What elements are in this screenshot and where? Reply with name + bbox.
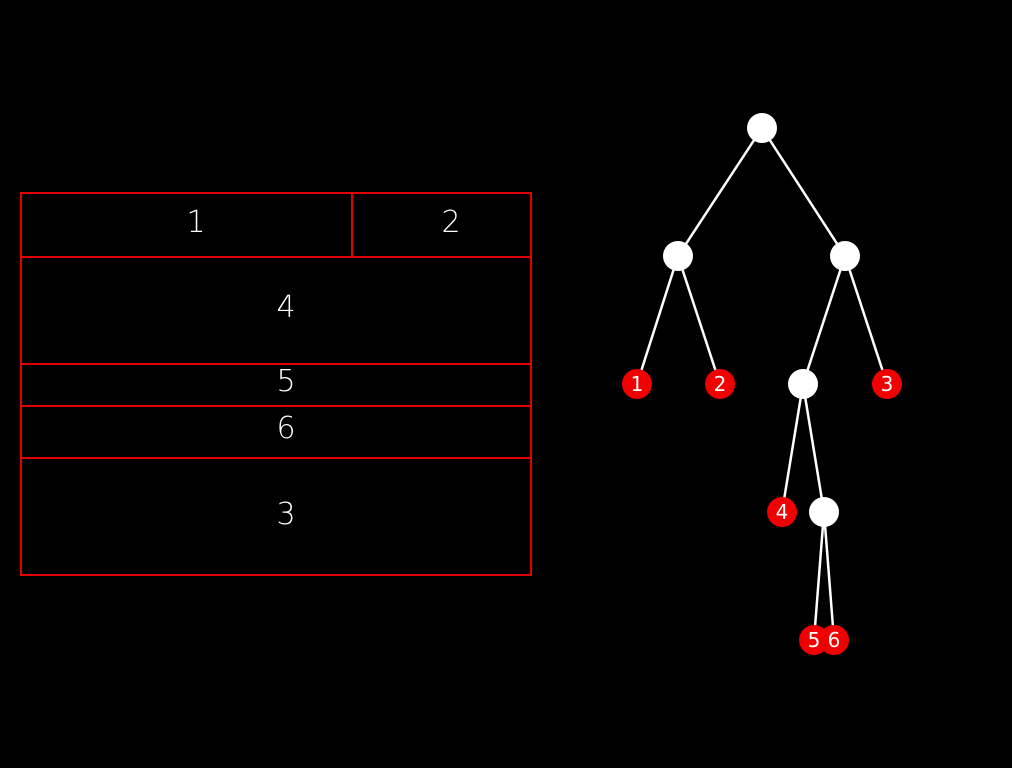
tree-edge bbox=[801, 383, 826, 513]
tree-edge bbox=[822, 511, 836, 641]
tree-leaf-label-4: 4 bbox=[776, 500, 789, 524]
tree-edge bbox=[812, 511, 826, 641]
tree-diagram: 1 2 3 4 5 6 bbox=[622, 113, 902, 655]
partition-region-5-label: 5 bbox=[276, 364, 295, 399]
tree-root-node bbox=[747, 113, 777, 143]
tree-internal-node bbox=[830, 241, 860, 271]
tree-edge bbox=[760, 127, 847, 257]
tree-leaf-node-2 bbox=[705, 369, 735, 399]
partition-region-3 bbox=[20, 457, 532, 576]
partition-region-6-label: 6 bbox=[276, 411, 295, 446]
tree-edge bbox=[843, 255, 889, 385]
tree-leaf-label-3: 3 bbox=[881, 372, 894, 396]
partition-diagram: 1 2 4 5 6 3 bbox=[20, 192, 532, 576]
tree-leaf-nodes bbox=[622, 369, 902, 655]
partition-region-4-label: 4 bbox=[276, 290, 295, 325]
tree-leaf-label-5: 5 bbox=[808, 628, 821, 652]
tree-leaf-node-6 bbox=[819, 625, 849, 655]
tree-leaf-node-3 bbox=[872, 369, 902, 399]
tree-internal-nodes bbox=[663, 113, 860, 527]
tree-edge bbox=[635, 255, 680, 385]
tree-internal-node bbox=[809, 497, 839, 527]
partition-region-3-label: 3 bbox=[276, 497, 295, 532]
tree-edge bbox=[801, 255, 847, 385]
tree-leaf-label-2: 2 bbox=[714, 372, 727, 396]
tree-leaf-node-1 bbox=[622, 369, 652, 399]
partition-region-2-label: 2 bbox=[441, 205, 460, 240]
tree-edge bbox=[676, 127, 764, 257]
tree-edge bbox=[780, 383, 805, 513]
tree-edge bbox=[676, 255, 722, 385]
tree-leaf-node-4 bbox=[767, 497, 797, 527]
tree-leaf-label-1: 1 bbox=[631, 372, 644, 396]
partition-region-1-label: 1 bbox=[186, 205, 205, 240]
tree-internal-node bbox=[663, 241, 693, 271]
tree-edges bbox=[635, 127, 889, 641]
tree-internal-node bbox=[788, 369, 818, 399]
tree-leaf-label-6: 6 bbox=[828, 628, 841, 652]
